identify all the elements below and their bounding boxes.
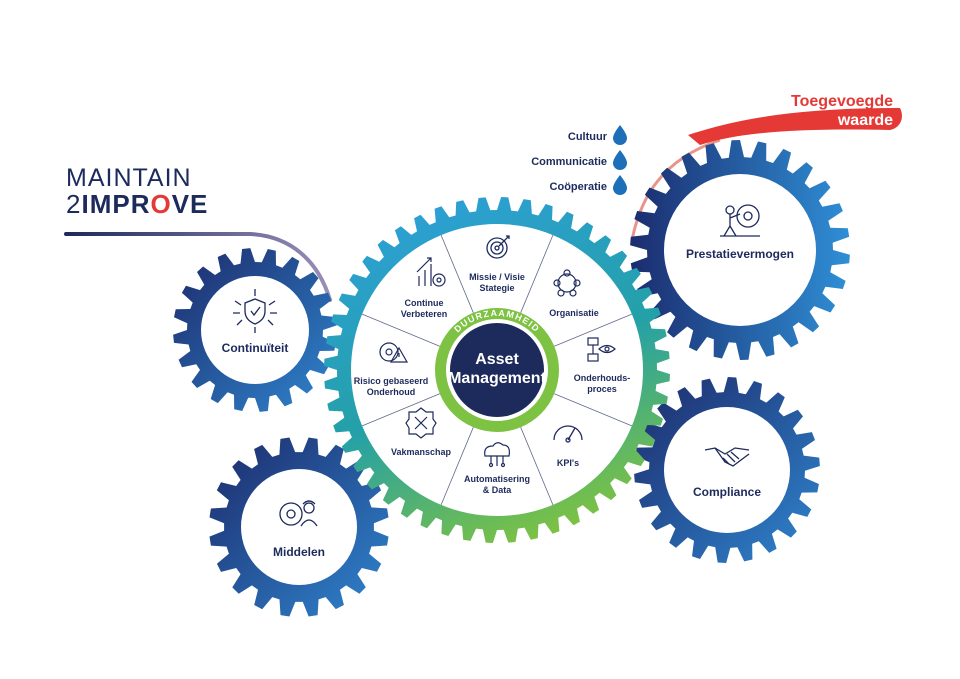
center-title-line2: Management	[448, 370, 546, 387]
added-value-line1: Toegevoegde	[791, 93, 893, 110]
people-network-icon	[553, 269, 581, 297]
right-connector-line	[630, 138, 721, 241]
value-label-cooperatie: Coöperatie	[550, 181, 607, 193]
center-title-line1: Asset	[475, 351, 519, 368]
left-connector-line	[64, 232, 332, 302]
brand-line2-end: VE	[171, 189, 209, 219]
tools-badge-icon	[405, 407, 437, 439]
value-swoosh	[688, 108, 902, 145]
segment-label-5-line1: Vakmanschap	[391, 447, 452, 457]
process-eye-icon	[587, 337, 616, 362]
push-gear-icon	[720, 204, 760, 237]
gear-label-prestatievermogen: Prestatievermogen	[686, 247, 794, 261]
segment-label-4-line2: & Data	[483, 485, 513, 495]
segment-divider	[440, 427, 474, 506]
gear-compliance-hub	[664, 407, 790, 533]
brand-line1: MAINTAIN	[66, 164, 192, 192]
shield-check-icon	[233, 289, 277, 333]
segment-divider	[520, 427, 554, 506]
segment-label-4-line1: Automatisering	[464, 474, 530, 484]
gear-label-continuiteit: Continuïteit	[222, 341, 289, 355]
value-label-cultuur: Cultuur	[568, 131, 608, 143]
brand-line2-gear-o: O	[150, 189, 172, 219]
drop-icon-cultuur	[613, 125, 627, 145]
segment-divider	[520, 234, 554, 313]
segment-divider	[361, 393, 440, 427]
segment-label-2-line1: Onderhouds-	[574, 373, 631, 383]
brand-line2-number: 2	[66, 189, 82, 219]
segment-label-2-line2: proces	[587, 384, 617, 394]
brand-line2: 2IMPROVE	[66, 191, 208, 217]
segment-label-7-line2: Verbeteren	[401, 309, 448, 319]
growth-gear-icon	[416, 257, 446, 287]
segment-divider	[554, 313, 633, 347]
brand-line2-main: IMPR	[81, 189, 151, 219]
cloud-data-icon	[484, 442, 510, 468]
segment-labels: Missie / VisieStategieOrganisatieOnderho…	[354, 272, 631, 495]
drop-icon-communicatie	[613, 150, 627, 170]
gauge-icon	[553, 425, 583, 443]
gear-label-compliance: Compliance	[693, 485, 761, 499]
segment-label-0-line2: Stategie	[479, 283, 514, 293]
segment-label-6-line1: Risico gebaseerd	[354, 376, 429, 386]
gear-warning-icon	[379, 342, 409, 363]
value-label-communicatie: Communicatie	[531, 156, 607, 168]
worker-gear-icon	[279, 500, 318, 527]
segment-divider	[554, 393, 633, 427]
center-core	[450, 323, 544, 417]
gear-label-middelen: Middelen	[273, 545, 325, 559]
segment-label-6-line2: Onderhoud	[367, 387, 416, 397]
drop-icon-cooperatie	[613, 175, 627, 195]
segment-label-7-line1: Continue	[405, 298, 444, 308]
gear-middelen-hub	[241, 469, 357, 585]
segment-label-1-line1: Organisatie	[549, 308, 599, 318]
added-value-line2: waarde	[837, 112, 893, 129]
gear-prestatievermogen-hub	[664, 174, 816, 326]
segment-label-0-line1: Missie / Visie	[469, 272, 525, 282]
brand-logo: MAINTAIN 2IMPROVE	[66, 165, 208, 217]
target-gear-icon	[486, 235, 510, 259]
handshake-icon	[704, 447, 750, 467]
segment-label-3-line1: KPI's	[557, 458, 579, 468]
segment-divider	[440, 234, 474, 313]
segment-dividers	[361, 234, 633, 506]
segment-divider	[361, 313, 440, 347]
